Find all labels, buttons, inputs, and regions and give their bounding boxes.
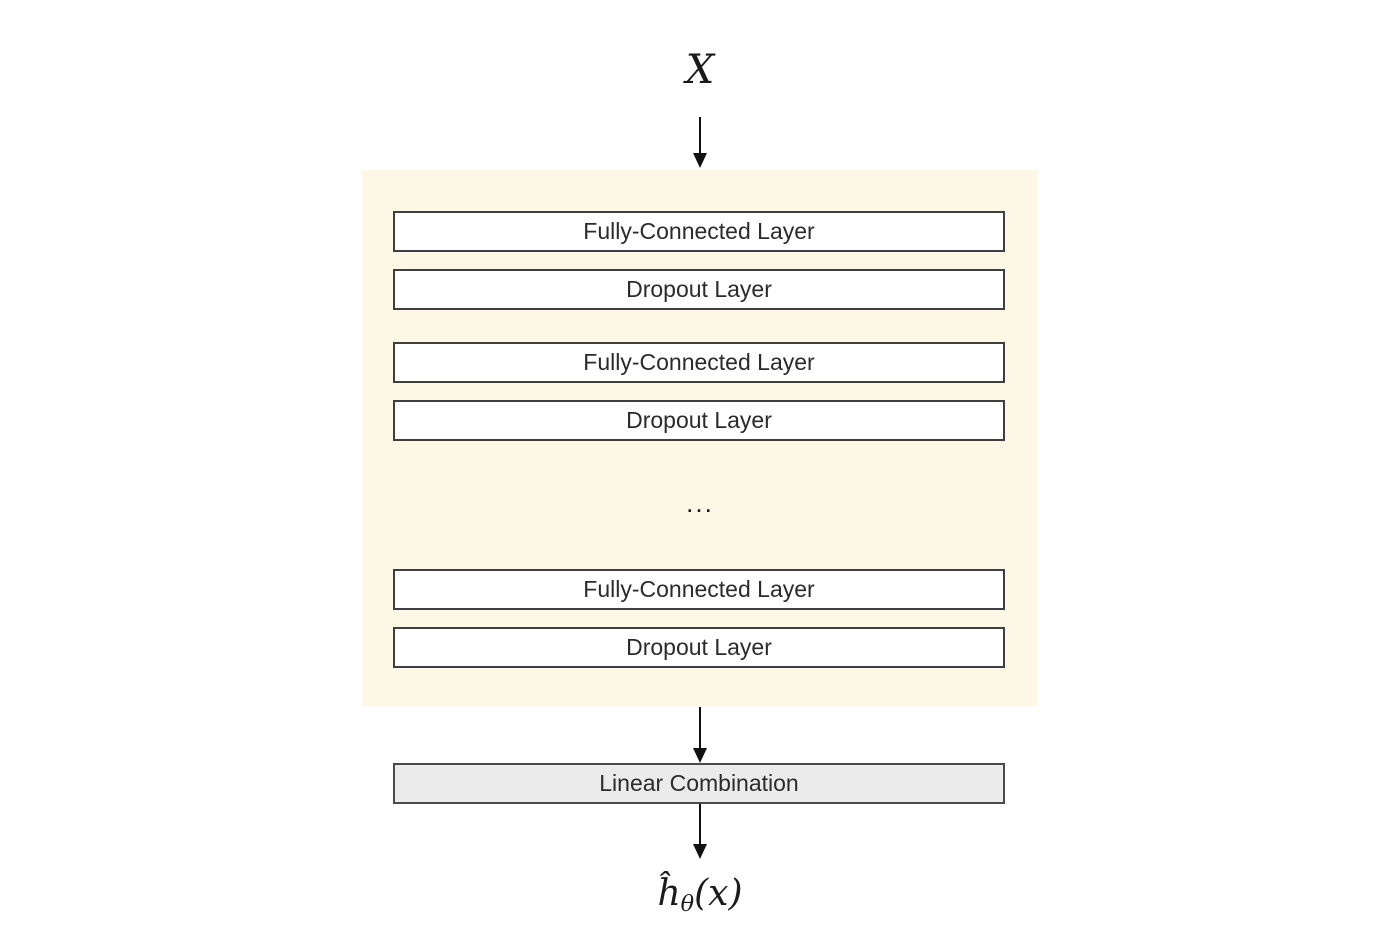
arrow-head-icon	[693, 844, 707, 859]
layer-box-fully-connected-2: Fully-Connected Layer	[393, 342, 1005, 383]
arrow-input-to-hidden-block	[692, 117, 708, 168]
layer-box-fully-connected-1: Fully-Connected Layer	[393, 211, 1005, 252]
arrow-head-icon	[693, 748, 707, 763]
layer-box-fully-connected-3: Fully-Connected Layer	[393, 569, 1005, 610]
arrow-shaft	[699, 707, 701, 748]
theta-subscript: θ	[680, 890, 695, 917]
arrow-hidden-block-to-linear	[692, 707, 708, 763]
input-variable-label: X	[685, 47, 715, 93]
arrow-linear-to-output	[692, 804, 708, 859]
layer-box-dropout-2: Dropout Layer	[393, 400, 1005, 441]
linear-combination-box: Linear Combination	[393, 763, 1005, 804]
layer-box-dropout-1: Dropout Layer	[393, 269, 1005, 310]
h-hat-symbol: ĥ	[657, 873, 681, 914]
output-expression-label: ĥθ(x)	[657, 872, 743, 917]
repetition-ellipsis: ...	[686, 488, 714, 518]
hidden-layers-panel: Fully-Connected Layer Dropout Layer Full…	[362, 170, 1038, 706]
layer-box-dropout-3: Dropout Layer	[393, 627, 1005, 668]
argument-x: (x)	[694, 873, 743, 914]
arrow-head-icon	[693, 153, 707, 168]
arrow-shaft	[699, 117, 701, 153]
arrow-shaft	[699, 804, 701, 844]
